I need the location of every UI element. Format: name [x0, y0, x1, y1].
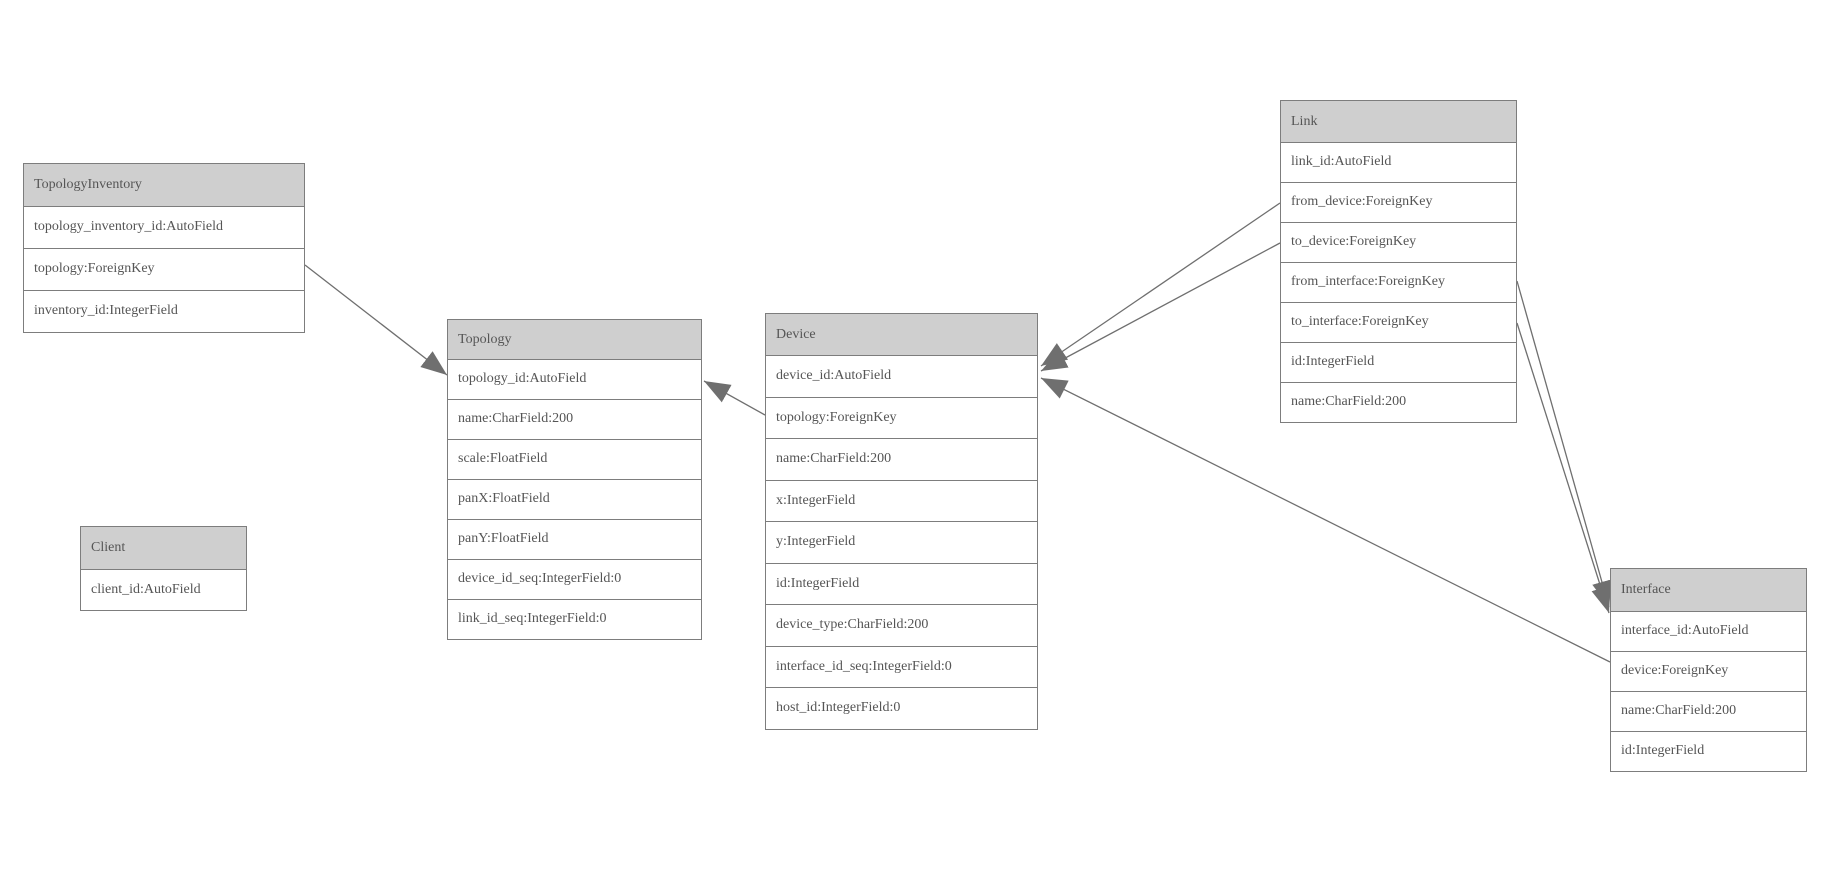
entity-field-row-interface: name:CharField:200: [1611, 691, 1806, 731]
relationship-line-link-to-interface-to-interface: [1516, 322, 1611, 614]
entity-field-row-device: x:IntegerField: [766, 479, 1037, 521]
entity-field-row-link: to_device:ForeignKey: [1281, 222, 1516, 262]
entity-field-row-topology: link_id_seq:IntegerField:0: [448, 599, 701, 639]
entity-field-row-device: name:CharField:200: [766, 438, 1037, 480]
entity-field-row-device: y:IntegerField: [766, 521, 1037, 563]
entity-field-row-topology-inventory: topology:ForeignKey: [24, 248, 304, 290]
entity-field-row-topology: name:CharField:200: [448, 399, 701, 439]
entity-field-row-topology: panX:FloatField: [448, 479, 701, 519]
entity-field-row-interface: id:IntegerField: [1611, 731, 1806, 771]
entity-title-topology-inventory: TopologyInventory: [24, 164, 304, 206]
relationship-line-link-from-device-to-device: [1040, 202, 1281, 367]
entity-field-row-interface: device:ForeignKey: [1611, 651, 1806, 691]
entity-title-device: Device: [766, 314, 1037, 355]
entity-field-row-interface: interface_id:AutoField: [1611, 611, 1806, 651]
entity-field-row-device: device_type:CharField:200: [766, 604, 1037, 646]
entity-field-row-device: topology:ForeignKey: [766, 396, 1037, 438]
entity-field-row-link: to_interface:ForeignKey: [1281, 302, 1516, 342]
entity-field-row-topology: device_id_seq:IntegerField:0: [448, 559, 701, 599]
entity-title-client: Client: [81, 527, 246, 569]
entity-field-row-device: host_id:IntegerField:0: [766, 687, 1037, 729]
entity-title-topology: Topology: [448, 320, 701, 359]
relationship-line-topology-inventory-topology-to-topology: [304, 264, 448, 376]
entity-field-row-device: interface_id_seq:IntegerField:0: [766, 645, 1037, 687]
entity-field-row-link: name:CharField:200: [1281, 382, 1516, 422]
entity-field-row-device: device_id:AutoField: [766, 355, 1037, 397]
entity-field-row-topology: topology_id:AutoField: [448, 359, 701, 399]
entity-field-row-topology-inventory: topology_inventory_id:AutoField: [24, 206, 304, 248]
entity-field-row-device: id:IntegerField: [766, 562, 1037, 604]
relationship-line-device-topology-to-topology: [703, 380, 766, 416]
entity-field-row-topology-inventory: inventory_id:IntegerField: [24, 290, 304, 332]
entity-field-row-topology: panY:FloatField: [448, 519, 701, 559]
entity-field-row-client: client_id:AutoField: [81, 569, 246, 610]
relationship-line-link-from-interface-to-interface: [1516, 280, 1612, 608]
entity-field-row-link: from_device:ForeignKey: [1281, 182, 1516, 222]
entity-field-row-topology: scale:FloatField: [448, 439, 701, 479]
relationship-line-link-to-device-to-device: [1040, 242, 1281, 372]
entity-title-link: Link: [1281, 101, 1516, 142]
entity-field-row-link: id:IntegerField: [1281, 342, 1516, 382]
entity-field-row-link: from_interface:ForeignKey: [1281, 262, 1516, 302]
relationship-line-interface-device-to-device: [1040, 377, 1611, 663]
entity-title-interface: Interface: [1611, 569, 1806, 611]
entity-field-row-link: link_id:AutoField: [1281, 142, 1516, 182]
